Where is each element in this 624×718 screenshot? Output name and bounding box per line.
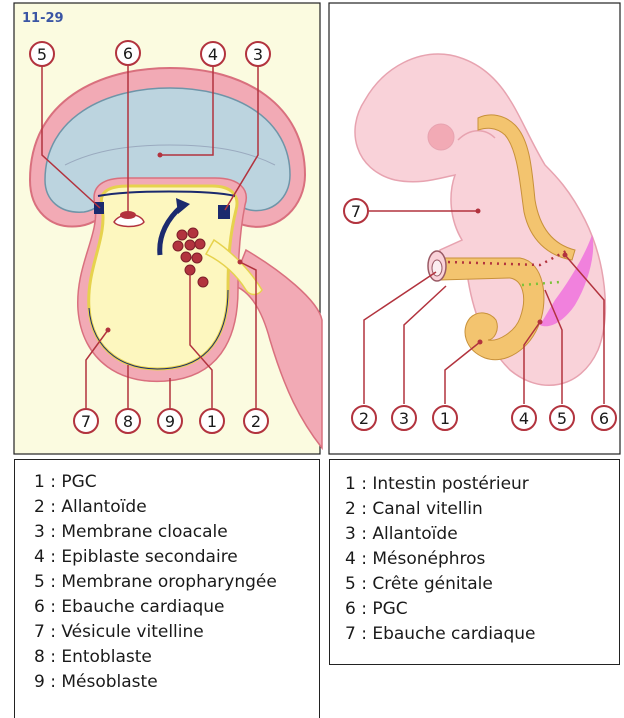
marker-label: 6 bbox=[599, 409, 609, 428]
marker-label: 8 bbox=[123, 412, 133, 431]
legend-item: 3 : Allantoïde bbox=[345, 522, 619, 547]
marker-label: 5 bbox=[37, 45, 47, 64]
yolk-sac bbox=[89, 186, 237, 369]
leader-dot bbox=[158, 153, 163, 158]
pgc-cell bbox=[181, 252, 191, 262]
leader-dot bbox=[238, 260, 243, 265]
legend-item: 5 : Crête génitale bbox=[345, 572, 619, 597]
legend-right: 1 : Intestin postérieur 2 : Canal vitell… bbox=[329, 459, 620, 665]
legend-item: 8 : Entoblaste bbox=[34, 645, 319, 670]
figure-code-label: 11-29 bbox=[22, 11, 64, 26]
leader-dot bbox=[538, 320, 543, 325]
marker-label: 7 bbox=[351, 202, 361, 221]
leader-dot bbox=[106, 328, 111, 333]
legend-item: 7 : Vésicule vitelline bbox=[34, 620, 319, 645]
marker-label: 1 bbox=[440, 409, 450, 428]
legend-item: 6 : Ebauche cardiaque bbox=[34, 595, 319, 620]
legend-item: 4 : Mésonéphros bbox=[345, 547, 619, 572]
cloacal-membrane bbox=[218, 205, 230, 219]
pgc-cell bbox=[195, 239, 205, 249]
legend-item: 2 : Canal vitellin bbox=[345, 497, 619, 522]
marker-label: 6 bbox=[123, 44, 133, 63]
marker-label: 3 bbox=[399, 409, 409, 428]
legend-item: 1 : PGC bbox=[34, 470, 319, 495]
pgc-cell bbox=[185, 240, 195, 250]
legend-item: 7 : Ebauche cardiaque bbox=[345, 622, 619, 647]
marker-label: 5 bbox=[557, 409, 567, 428]
pgc-cell bbox=[188, 228, 198, 238]
legend-item: 2 : Allantoïde bbox=[34, 495, 319, 520]
marker-label: 4 bbox=[208, 45, 218, 64]
legend-item: 4 : Epiblaste secondaire bbox=[34, 545, 319, 570]
marker-label: 2 bbox=[359, 409, 369, 428]
marker-label: 1 bbox=[207, 412, 217, 431]
legend-item: 3 : Membrane cloacale bbox=[34, 520, 319, 545]
marker-label: 3 bbox=[253, 45, 263, 64]
legend-left: 1 : PGC 2 : Allantoïde 3 : Membrane cloa… bbox=[14, 459, 320, 718]
legend-item: 6 : PGC bbox=[345, 597, 619, 622]
pgc-cell bbox=[177, 230, 187, 240]
marker-label: 4 bbox=[519, 409, 529, 428]
leader-dot bbox=[478, 340, 483, 345]
pgc-cell bbox=[192, 253, 202, 263]
marker-label: 9 bbox=[165, 412, 175, 431]
heart-bulge bbox=[428, 124, 454, 150]
legend-item: 9 : Mésoblaste bbox=[34, 670, 319, 695]
leader-dot bbox=[476, 209, 481, 214]
legend-item: 5 : Membrane oropharyngée bbox=[34, 570, 319, 595]
legend-left-list: 1 : PGC 2 : Allantoïde 3 : Membrane cloa… bbox=[15, 460, 319, 695]
left-panel: 11-29 bbox=[14, 3, 322, 454]
marker-label: 7 bbox=[81, 412, 91, 431]
pgc-cell bbox=[198, 277, 208, 287]
pgc-cell bbox=[173, 241, 183, 251]
leader-dot bbox=[563, 253, 568, 258]
right-panel: 7 2 3 1 4 5 6 bbox=[329, 3, 620, 454]
diagram-canvas: 11-29 bbox=[0, 0, 624, 460]
legend-item: 1 : Intestin postérieur bbox=[345, 472, 619, 497]
marker-label: 2 bbox=[251, 412, 261, 431]
legend-right-list: 1 : Intestin postérieur 2 : Canal vitell… bbox=[330, 460, 619, 647]
